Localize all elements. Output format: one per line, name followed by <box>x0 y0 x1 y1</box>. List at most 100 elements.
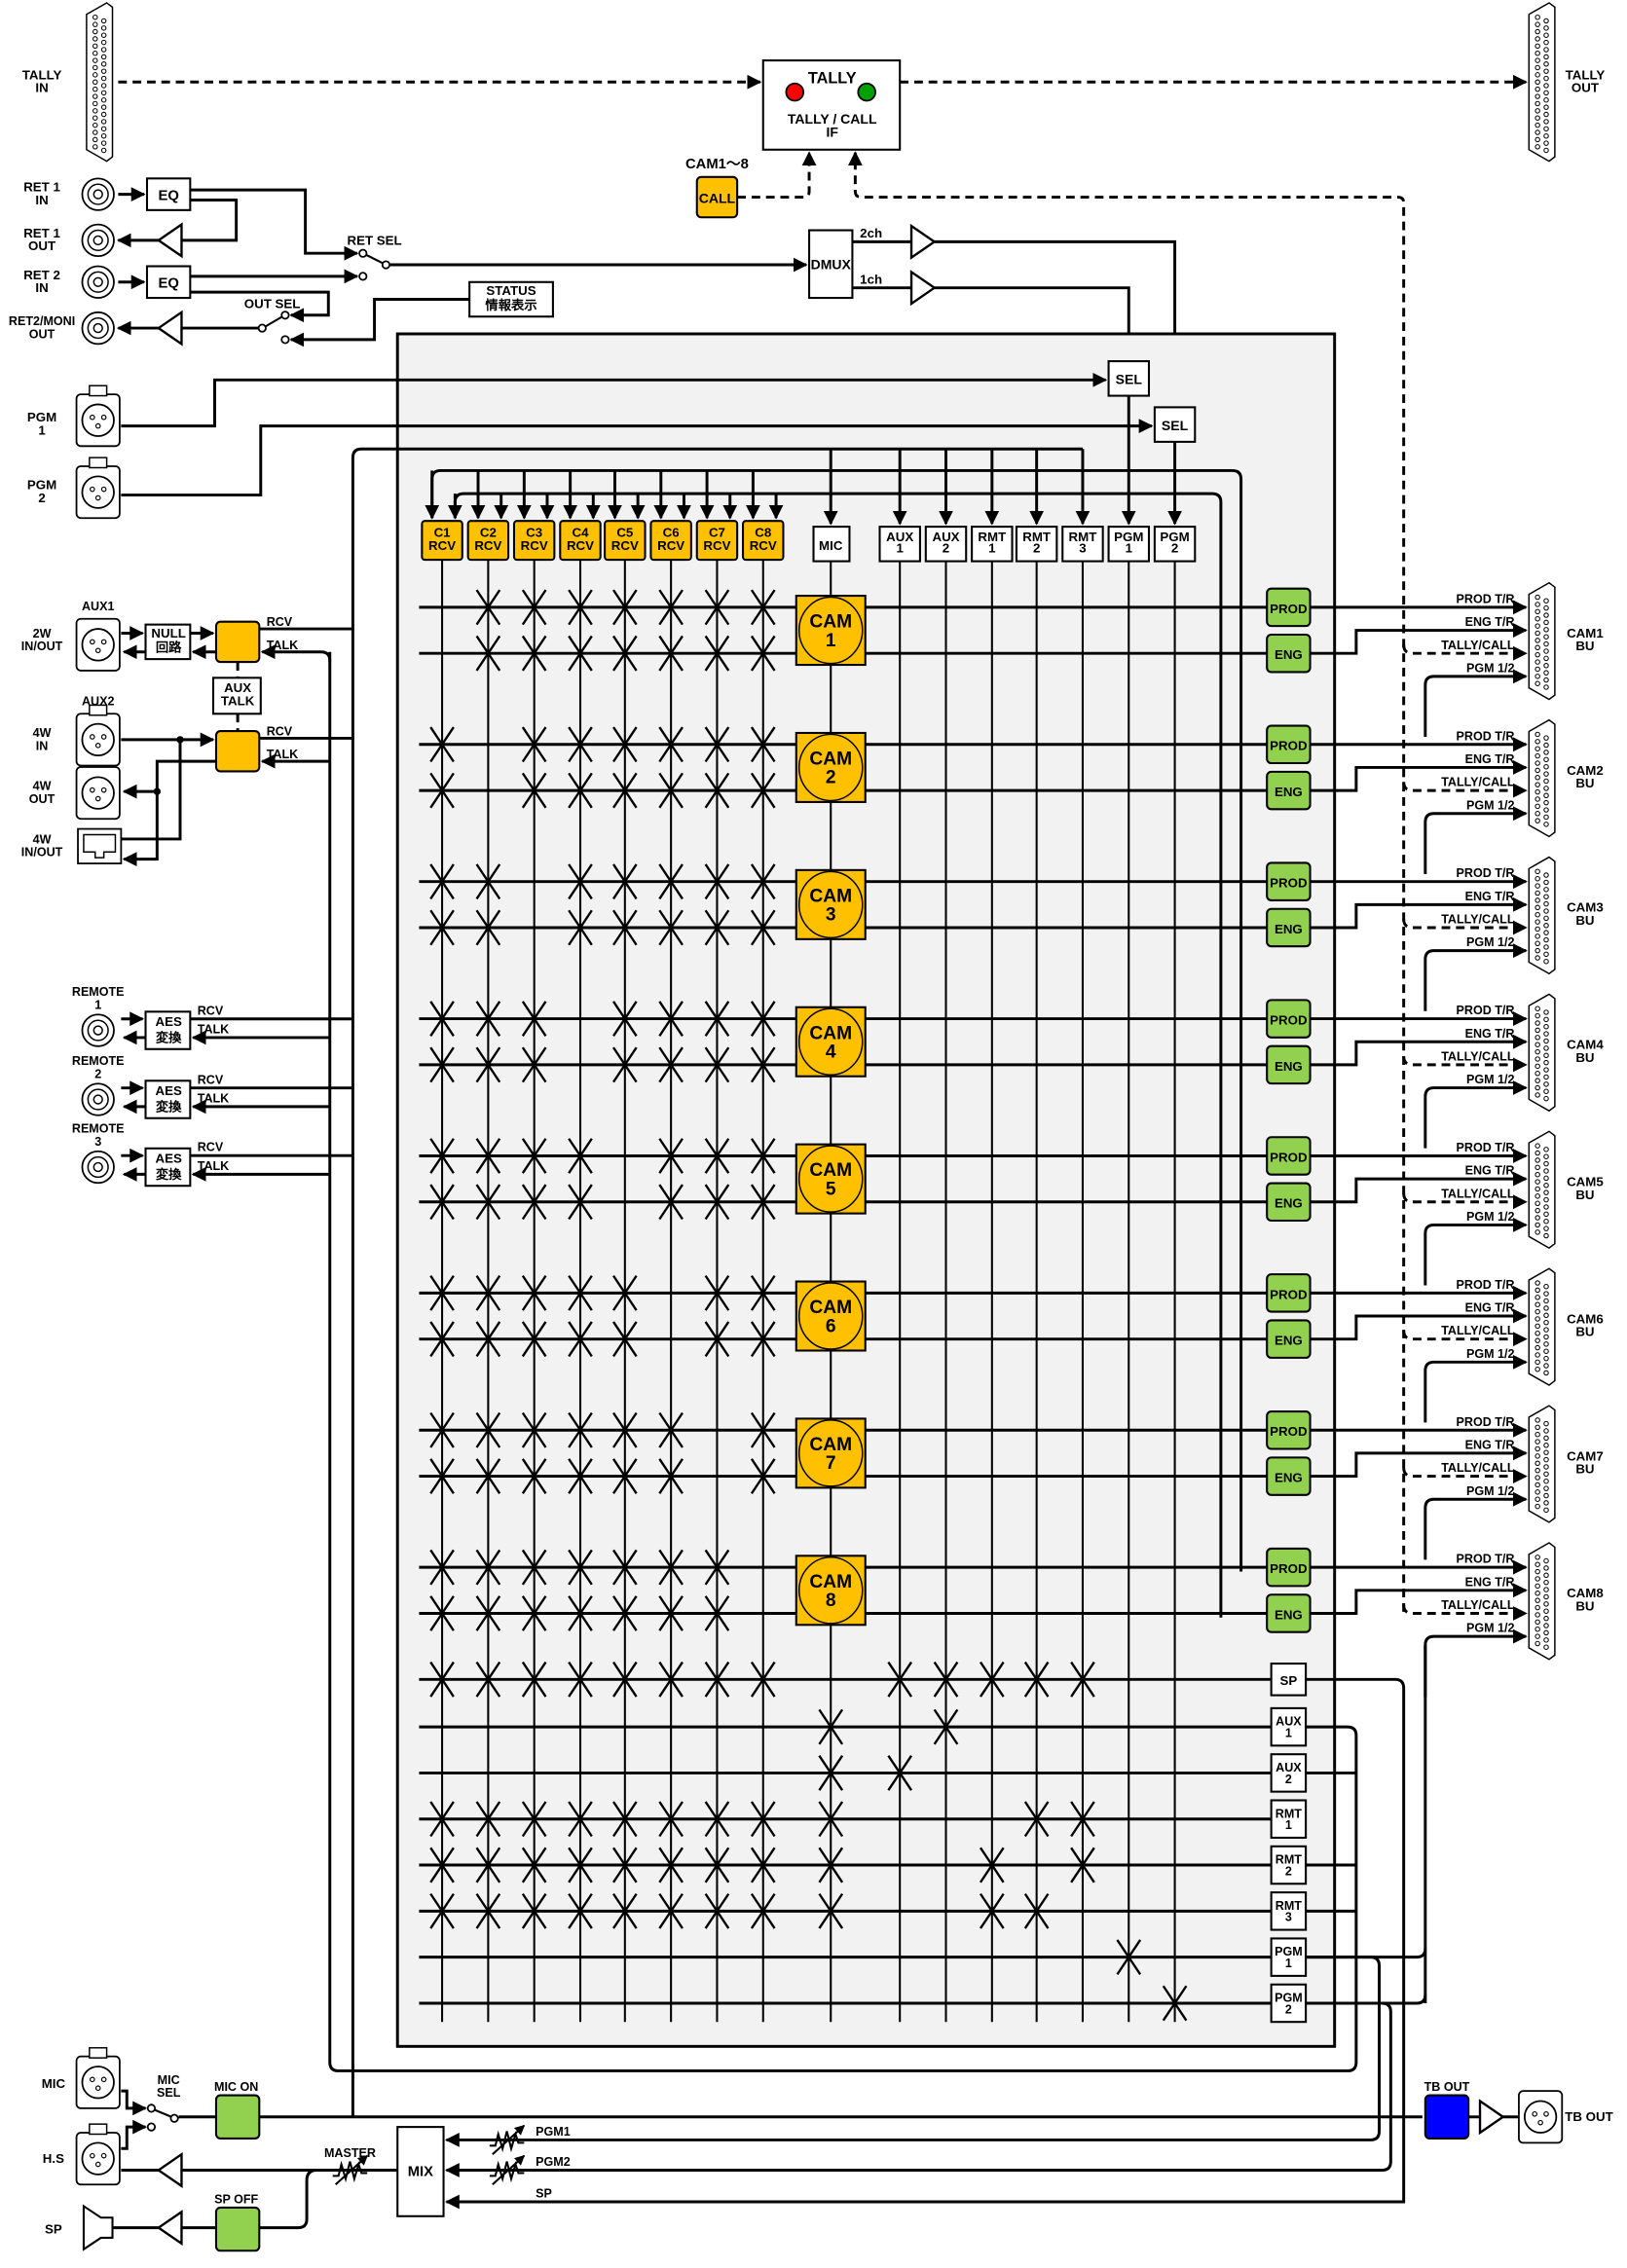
bus-output-pgm1[interactable] <box>1270 1937 1308 1977</box>
column-header-c5-rcv[interactable] <box>604 520 647 562</box>
dsub-pin <box>1543 900 1549 907</box>
dsub-pin <box>1535 1366 1540 1372</box>
column-header-rmt1[interactable] <box>971 526 1014 563</box>
bus-output-rmt1[interactable] <box>1270 1799 1308 1839</box>
dsub-pin <box>1535 64 1540 71</box>
xlr-push-latch <box>89 704 108 716</box>
xlr-socket <box>81 722 115 757</box>
aux2-talk-button[interactable] <box>214 730 261 773</box>
column-header-rmt2[interactable] <box>1015 526 1058 563</box>
dsub-pin <box>1543 1464 1549 1470</box>
mic-sel-contact <box>146 2103 157 2113</box>
dsub-pin <box>1535 818 1540 823</box>
bus-output-aux1[interactable] <box>1270 1706 1308 1747</box>
eq1-label: EQ <box>158 189 178 204</box>
crosspoint-marker <box>521 1411 547 1448</box>
crosspoint-marker <box>750 1321 776 1358</box>
ret1-out-label: OUT <box>28 238 55 253</box>
xlr-pin <box>100 734 107 740</box>
bnc-pin <box>92 235 103 246</box>
bus-output-aux2[interactable] <box>1270 1753 1308 1793</box>
dsub-pin <box>1543 1428 1549 1434</box>
bus-output-rmt3[interactable] <box>1270 1891 1308 1931</box>
dsub-pin <box>1535 1424 1540 1431</box>
dsub-pin <box>1535 608 1540 615</box>
crosspoint-marker <box>750 1046 776 1083</box>
crosspoint-marker <box>750 1892 776 1929</box>
volume-control-icon[interactable] <box>489 2156 524 2186</box>
dsub-pin <box>1543 872 1549 878</box>
out-sel-contact <box>280 311 290 320</box>
eng-tr-output <box>1310 1445 1528 1479</box>
column-header-c6-rcv[interactable] <box>649 520 692 562</box>
crosspoint-marker <box>429 1549 455 1586</box>
column-header-label: AUX <box>932 530 959 544</box>
dsub-pin <box>1535 93 1540 99</box>
crosspoint-marker <box>521 1661 547 1698</box>
crosspoint-marker <box>612 635 638 672</box>
column-header-mic[interactable] <box>812 526 851 563</box>
xlr-socket <box>81 628 115 662</box>
dsub-pin <box>1543 1298 1549 1304</box>
crosspoint-marker <box>658 1046 684 1083</box>
mix-label: MIX <box>408 2164 433 2179</box>
column-header-rmt3[interactable] <box>1061 526 1104 563</box>
dsub-pin <box>1535 1619 1540 1626</box>
dsub-pin <box>1535 1027 1540 1034</box>
xlr-pin <box>89 786 95 793</box>
crosspoint-marker <box>568 635 593 672</box>
crosspoint-marker <box>429 1801 455 1838</box>
dsub-pin <box>1543 1031 1549 1037</box>
tb-out-button[interactable] <box>1424 2094 1470 2140</box>
aux1-talk-button[interactable] <box>214 620 261 664</box>
crosspoint-marker <box>704 863 730 900</box>
column-header-pgm1[interactable] <box>1107 526 1151 563</box>
column-header-c2-rcv[interactable] <box>466 520 510 562</box>
crosspoint-marker <box>475 1274 501 1311</box>
cam5-bu-dsub-icon <box>1528 1130 1556 1249</box>
cam6-label: 6 <box>826 1316 836 1336</box>
dsub-pin <box>1543 951 1549 958</box>
crosspoint-marker <box>704 1661 730 1698</box>
camera-output-signal-label: ENG T/R <box>1465 1301 1515 1315</box>
volume-control-icon[interactable] <box>332 2156 367 2186</box>
dsub-pin <box>1535 782 1540 787</box>
column-header-aux1[interactable] <box>878 526 921 563</box>
dsub-pin <box>100 18 107 24</box>
dsub-pin <box>92 43 98 50</box>
xlr-pin <box>94 795 101 802</box>
column-header-pgm2[interactable] <box>1153 526 1197 563</box>
bus-output-pgm2[interactable] <box>1270 1983 1308 2024</box>
xlr-pin <box>89 2076 95 2083</box>
sp-off-button[interactable] <box>214 2206 261 2252</box>
bus-output-rmt2[interactable] <box>1270 1845 1308 1885</box>
camera-output-signal-label: ENG T/R <box>1465 1438 1515 1451</box>
bus-output-sp[interactable] <box>1270 1663 1308 1697</box>
xlr-push-latch <box>89 384 108 397</box>
column-header-c7-rcv[interactable] <box>695 520 739 562</box>
dsub-pin <box>1535 623 1540 629</box>
column-header-c3-rcv[interactable] <box>512 520 556 562</box>
column-header-c1-rcv[interactable] <box>421 520 463 562</box>
crosspoint-marker <box>818 1801 844 1838</box>
dsub-pin <box>1535 1287 1540 1294</box>
ret2-in-bnc-icon <box>81 265 115 299</box>
dsub-pin <box>1543 959 1549 965</box>
crosspoint-marker <box>568 1595 593 1631</box>
mic-on-button[interactable] <box>214 2094 261 2140</box>
dsub-pin <box>1535 36 1540 42</box>
column-header-c4-rcv[interactable] <box>559 520 602 562</box>
call-button[interactable] <box>695 175 739 219</box>
column-header-c8-rcv[interactable] <box>742 520 785 562</box>
camera-output-signal-label: ENG T/R <box>1465 1164 1515 1178</box>
out-sel-contact <box>257 323 267 333</box>
crosspoint-marker <box>704 1046 730 1083</box>
status-box <box>468 280 554 318</box>
cam5-label: CAM <box>809 1160 852 1181</box>
column-header-aux2[interactable] <box>924 526 968 563</box>
crosspoint-marker <box>818 1708 844 1745</box>
volume-control-icon[interactable] <box>489 2126 524 2155</box>
cam5-label: 5 <box>826 1179 836 1199</box>
dsub-pin <box>1543 750 1549 755</box>
cam8-bu-label: BU <box>1575 1599 1594 1614</box>
